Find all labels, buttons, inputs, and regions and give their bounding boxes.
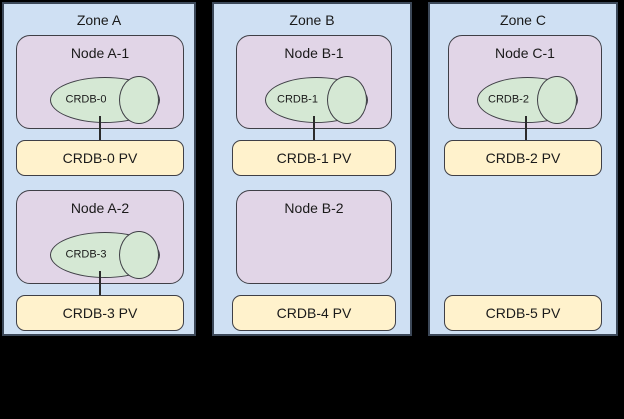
pv-label: CRDB-2 PV [485,149,561,166]
cylinder-cap [537,75,577,125]
pv-box[interactable]: CRDB-4 PV [232,295,396,331]
zone-title: Zone C [500,12,546,28]
node-box[interactable]: Node B-2 [236,190,392,284]
crdb-pod-cylinder[interactable]: CRDB-0 [50,75,160,125]
node-label: Node B-1 [284,45,344,61]
pod-to-pv-connector [313,116,315,141]
pv-box[interactable]: CRDB-3 PV [16,295,184,331]
zone-title: Zone B [289,12,335,28]
pv-label: CRDB-3 PV [62,304,138,321]
node-label: Node C-1 [495,45,555,61]
node-label: Node B-2 [284,200,344,216]
pv-label: CRDB-4 PV [276,304,352,321]
cylinder-cap [119,75,159,125]
pv-box[interactable]: CRDB-5 PV [444,295,602,331]
cylinder-cap [327,75,367,125]
node-label: Node A-1 [70,45,130,61]
crdb-pod-cylinder[interactable]: CRDB-1 [265,75,368,125]
node-box[interactable]: Node A-2 CRDB-3 [16,190,184,284]
crdb-pod-cylinder[interactable]: CRDB-3 [50,230,160,280]
node-box[interactable]: Node B-1 CRDB-1 [236,35,392,129]
pod-to-pv-connector [99,271,101,296]
pv-label: CRDB-1 PV [276,149,352,166]
pv-label: CRDB-0 PV [62,149,138,166]
zone-panel-a: Zone A Node A-1 CRDB-0 CRDB-0 PV Node A-… [2,2,196,336]
crdb-pod-label: CRDB-1 [277,93,318,106]
pod-to-pv-connector [525,116,527,141]
crdb-pod-label: CRDB-2 [488,93,529,106]
crdb-pod-cylinder[interactable]: CRDB-2 [477,75,578,125]
node-box[interactable]: Node C-1 CRDB-2 [448,35,602,129]
zone-title: Zone A [76,12,122,28]
pv-label: CRDB-5 PV [485,304,561,321]
crdb-pod-label: CRDB-0 [65,93,107,106]
cylinder-cap [119,230,159,280]
zone-panel-c: Zone C Node C-1 CRDB-2 CRDB-2 PV CRDB-5 … [428,2,618,336]
crdb-pod-label: CRDB-3 [65,248,107,261]
zone-panel-b: Zone B Node B-1 CRDB-1 CRDB-1 PV Node B-… [212,2,412,336]
node-box[interactable]: Node A-1 CRDB-0 [16,35,184,129]
node-label: Node A-2 [70,200,130,216]
pv-box[interactable]: CRDB-2 PV [444,140,602,176]
pv-box[interactable]: CRDB-0 PV [16,140,184,176]
pv-box[interactable]: CRDB-1 PV [232,140,396,176]
pod-to-pv-connector [99,116,101,141]
